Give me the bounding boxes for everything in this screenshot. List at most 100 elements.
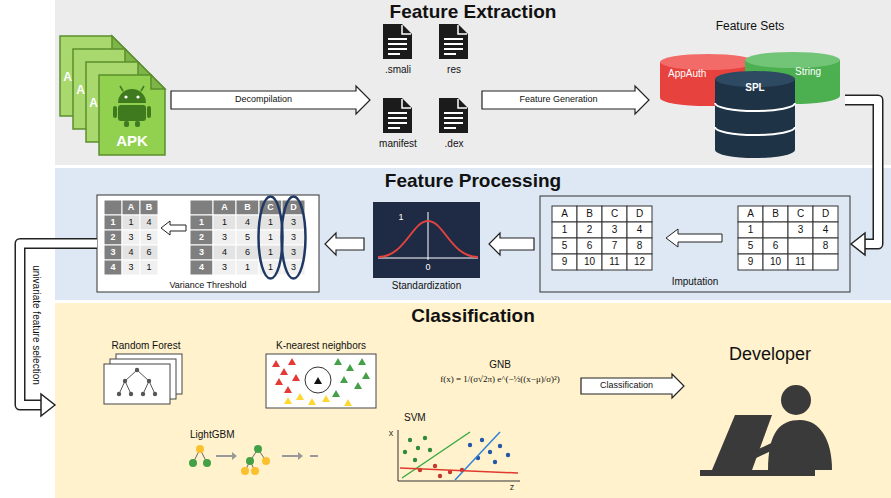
knn-plot-part: [305, 367, 331, 393]
knn-plot-part-part: [308, 398, 316, 405]
connector: [482, 86, 649, 114]
table-cell: [259, 245, 282, 260]
axis-label: z: [507, 482, 517, 493]
knn-plot-part-part: [354, 382, 362, 389]
table-cell-text: 1: [259, 230, 282, 245]
smali-file: .smali: [376, 22, 420, 78]
svm-plot-part-part: [408, 438, 412, 442]
table-cell-text: C: [259, 200, 282, 215]
apk-files-part: [112, 36, 126, 50]
table-cell-text: D: [282, 200, 305, 215]
bell-curve: [373, 202, 480, 278]
file-icons-part: [383, 98, 412, 133]
table-cell-text: 4: [104, 260, 122, 275]
svm-plot-part: [398, 430, 520, 481]
database-disks-part: [745, 52, 840, 68]
table-cell: [190, 260, 213, 275]
table-cell: [236, 215, 259, 230]
table-cell: [104, 215, 122, 230]
table-cell: [552, 222, 577, 238]
table-cell-text: 1: [552, 222, 577, 238]
table-cell-text: 3: [788, 222, 813, 238]
variance-frame-part: [97, 195, 319, 292]
table-cell-text: B: [763, 206, 788, 222]
boosting-trees-part: [251, 467, 259, 475]
table-cell-text: 3: [213, 260, 236, 275]
connector: [325, 233, 364, 255]
imputation-frame: [540, 196, 850, 292]
svm-plot-part-part: [413, 458, 417, 462]
classifier: SVM: [382, 411, 524, 493]
svm-plot: [398, 430, 520, 481]
classifier: K-nearest neighbors: [262, 338, 380, 410]
res-file: res: [432, 22, 476, 78]
boosting-trees-part: [262, 457, 270, 465]
table-cell-text: 4: [190, 260, 213, 275]
table-cell-text: 12: [627, 254, 652, 270]
table-cell-text: B: [577, 206, 602, 222]
column-oval: [259, 197, 306, 279]
knn-plot-part: [284, 393, 352, 406]
table-cell-text: A: [213, 200, 236, 215]
knn-plot-part: [314, 377, 322, 384]
connector: [489, 233, 534, 255]
table-cell: [627, 222, 652, 238]
file-icons-part: [439, 24, 468, 59]
forest-icon-part-part: [147, 379, 151, 383]
table-cell-text: A: [738, 206, 763, 222]
table-cell: [259, 215, 282, 230]
axis-label: 1: [396, 212, 406, 223]
table-cell-text: 6: [577, 238, 602, 254]
knn-plot-part-part: [275, 378, 283, 385]
apk-files-part: [138, 62, 152, 76]
node-title: res: [447, 64, 461, 76]
svm-plot-part: [455, 432, 500, 480]
table-cell: [552, 254, 577, 270]
table-cell: [763, 238, 788, 254]
table-cell: [282, 245, 305, 260]
classifier: LightGBM: [178, 428, 328, 476]
table-cell-text: 6: [236, 245, 259, 260]
band-ground: [55, 0, 891, 498]
knn-plot-part-part: [296, 393, 304, 400]
developer-icon-part: [752, 440, 786, 456]
edge-label: Feature Generation: [519, 95, 597, 105]
knn-plot-part-part: [322, 395, 330, 402]
table-cell-text: 1: [190, 215, 213, 230]
table-cell-text: 5: [140, 230, 158, 245]
knn-plot-part: [272, 358, 300, 393]
table-cell: [577, 238, 602, 254]
svm-plot-part-part: [428, 448, 432, 452]
forest-icon-part: [117, 368, 157, 396]
edge-label: Classification: [600, 381, 653, 391]
table-cell-text: 6: [763, 238, 788, 254]
table-cell-text: 1: [259, 215, 282, 230]
block-arrow: [325, 233, 364, 255]
table-cell: [122, 200, 140, 215]
table-cell-text: 1: [104, 215, 122, 230]
table-cell-text: 4: [213, 245, 236, 260]
section-band: Feature ExtractionAPK.smaliresmanifest.d…: [55, 0, 891, 165]
table-cell: [763, 222, 788, 238]
table-cell-text: C: [788, 206, 813, 222]
database-disks-part: [715, 79, 795, 158]
table-cell-text: 4: [236, 215, 259, 230]
table-cell: [763, 254, 788, 270]
connector: [171, 86, 370, 114]
table-cell: [763, 206, 788, 222]
table-cell: [627, 254, 652, 270]
android-icon-part: [124, 95, 127, 98]
table-cell: [122, 260, 140, 275]
table-cell: [602, 206, 627, 222]
developer-icon-part: [700, 470, 815, 476]
table-cell-text: 11: [602, 254, 627, 270]
file-icons: [383, 24, 468, 133]
table-cell-text: 1: [236, 260, 259, 275]
node-title: SPL: [745, 82, 764, 94]
connector: [20, 244, 97, 417]
node-title: Imputation: [672, 276, 719, 288]
knn-plot-part-part: [346, 364, 354, 371]
knn-plot-part-part: [358, 358, 366, 365]
